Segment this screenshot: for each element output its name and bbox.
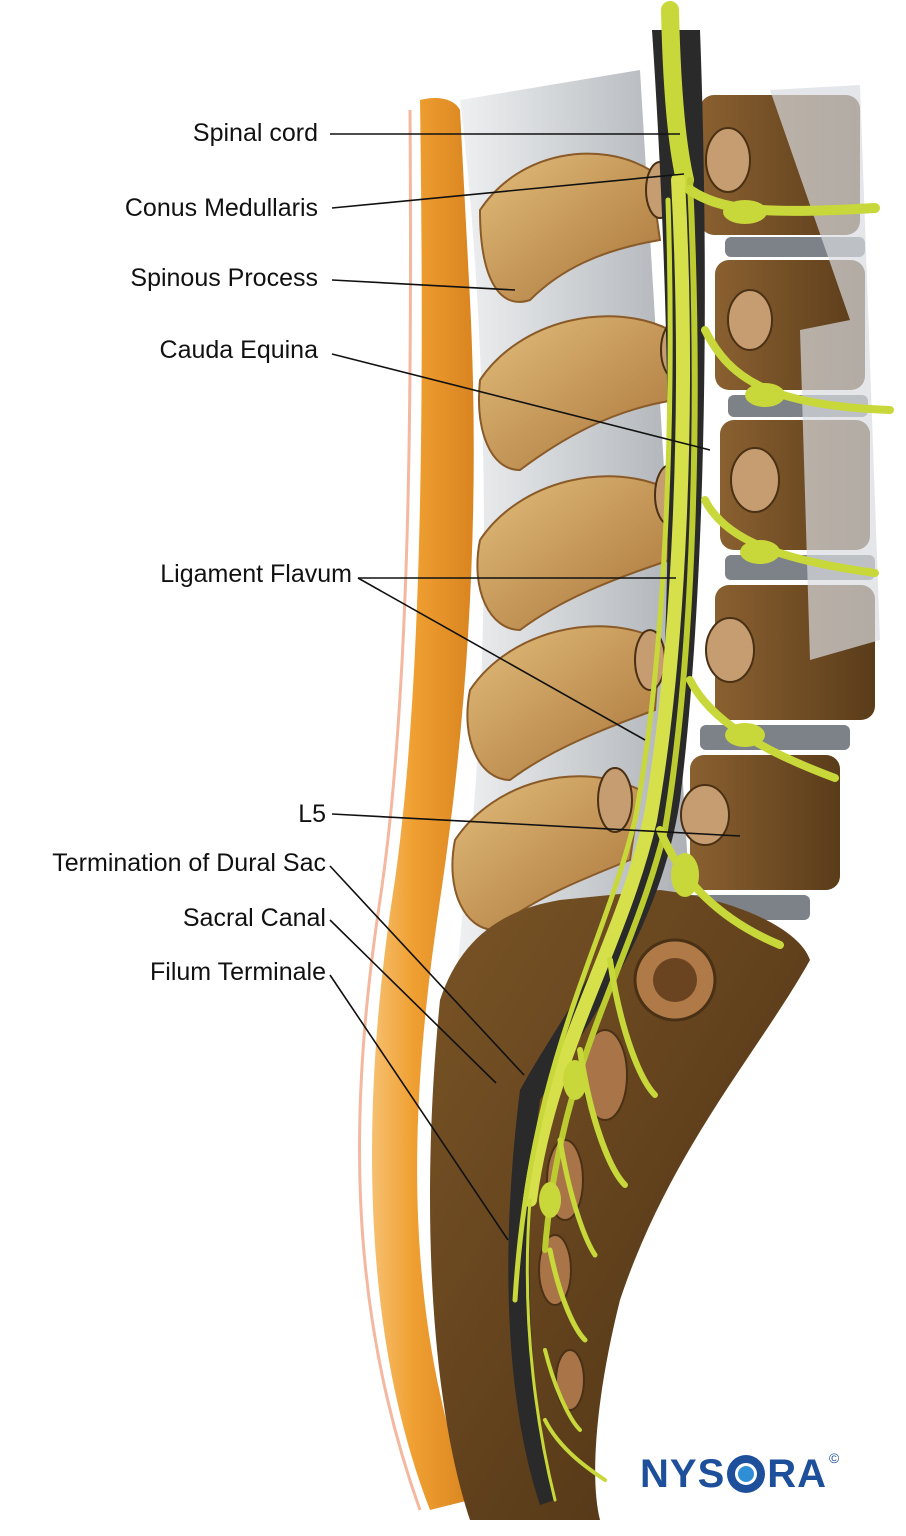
logo-o-icon <box>727 1455 766 1493</box>
label-cauda-equina: Cauda Equina <box>159 336 318 364</box>
anterior-ligament <box>770 85 880 660</box>
label-filum-terminale: Filum Terminale <box>150 958 326 986</box>
vertebral-canal-sections <box>597 127 780 846</box>
copyright-mark: © <box>829 1450 841 1466</box>
label-spinous-process: Spinous Process <box>130 264 318 292</box>
label-termination-dural-sac: Termination of Dural Sac <box>52 849 326 877</box>
label-conus-medullaris: Conus Medullaris <box>124 194 318 222</box>
logo-text-end: RA <box>767 1451 828 1496</box>
nerve-roots <box>512 1 894 1502</box>
sacrum <box>430 890 810 1520</box>
label-l5: L5 <box>298 800 326 828</box>
spinous-processes <box>451 152 677 932</box>
leader-lines <box>329 133 741 1241</box>
label-ligament-flavum: Ligament Flavum <box>160 560 352 588</box>
nysora-logo: NYS RA © <box>640 1450 840 1498</box>
fat-layer <box>358 98 474 1511</box>
label-spinal-cord: Spinal cord <box>192 119 318 147</box>
logo-text-start: NYS <box>640 1451 726 1496</box>
label-sacral-canal: Sacral Canal <box>182 904 326 932</box>
